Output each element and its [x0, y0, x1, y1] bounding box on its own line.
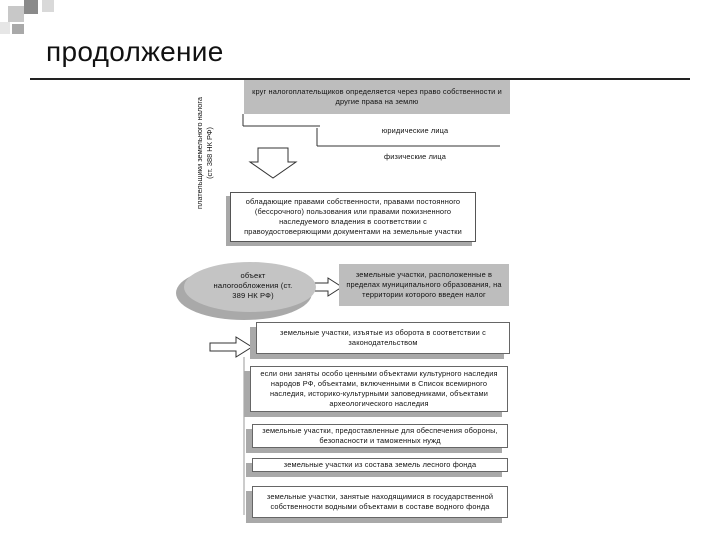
ownership-rights-box: обладающие правами собственности, правам…: [230, 192, 476, 242]
exclusions-text: земельные участки, изъятые из оборота в …: [280, 328, 486, 347]
ownership-rights-text: обладающие правами собственности, правам…: [244, 197, 462, 236]
taxpayers-circle-text: круг налогоплательщиков определяется чер…: [252, 87, 502, 106]
tax-object-ellipse-face: [184, 262, 316, 312]
legal-entities-box: юридические лица: [320, 124, 510, 138]
tax-object-box-text: земельные участки, расположенные в преде…: [346, 270, 502, 299]
cultural-heritage-text: если они заняты особо ценными объектами …: [260, 369, 498, 408]
forest-fund-text: земельные участки из состава земель лесн…: [283, 460, 477, 469]
tax-object-text: объект налогообложения (ст. 389 НК РФ): [213, 271, 293, 300]
cultural-heritage-box: если они заняты особо ценными объектами …: [250, 366, 508, 412]
forest-fund-box: земельные участки из состава земель лесн…: [252, 458, 508, 472]
defense-box: земельные участки, предоставленные для о…: [252, 424, 508, 448]
payers-side-label: плательщики земельного налога (ст. 388 Н…: [195, 78, 215, 228]
tax-object-label: объект налогообложения (ст. 389 НК РФ): [210, 266, 296, 306]
taxpayers-circle-box: круг налогоплательщиков определяется чер…: [244, 80, 510, 114]
payers-label-line2: (ст. 388 НК РФ): [205, 127, 214, 179]
payers-label-line1: плательщики земельного налога: [195, 97, 204, 209]
exclusions-box: земельные участки, изъятые из оборота в …: [256, 322, 510, 354]
defense-text: земельные участки, предоставленные для о…: [262, 426, 498, 445]
slide-title: продолжение: [46, 36, 224, 67]
individuals-text: физические лица: [384, 152, 446, 161]
water-fund-box: земельные участки, занятые находящимися …: [252, 486, 508, 518]
individuals-box: физические лица: [320, 150, 510, 164]
tax-object-box: земельные участки, расположенные в преде…: [339, 264, 509, 306]
legal-entities-text: юридические лица: [381, 126, 449, 135]
title-underline: [30, 78, 690, 80]
water-fund-text: земельные участки, занятые находящимися …: [266, 492, 494, 511]
